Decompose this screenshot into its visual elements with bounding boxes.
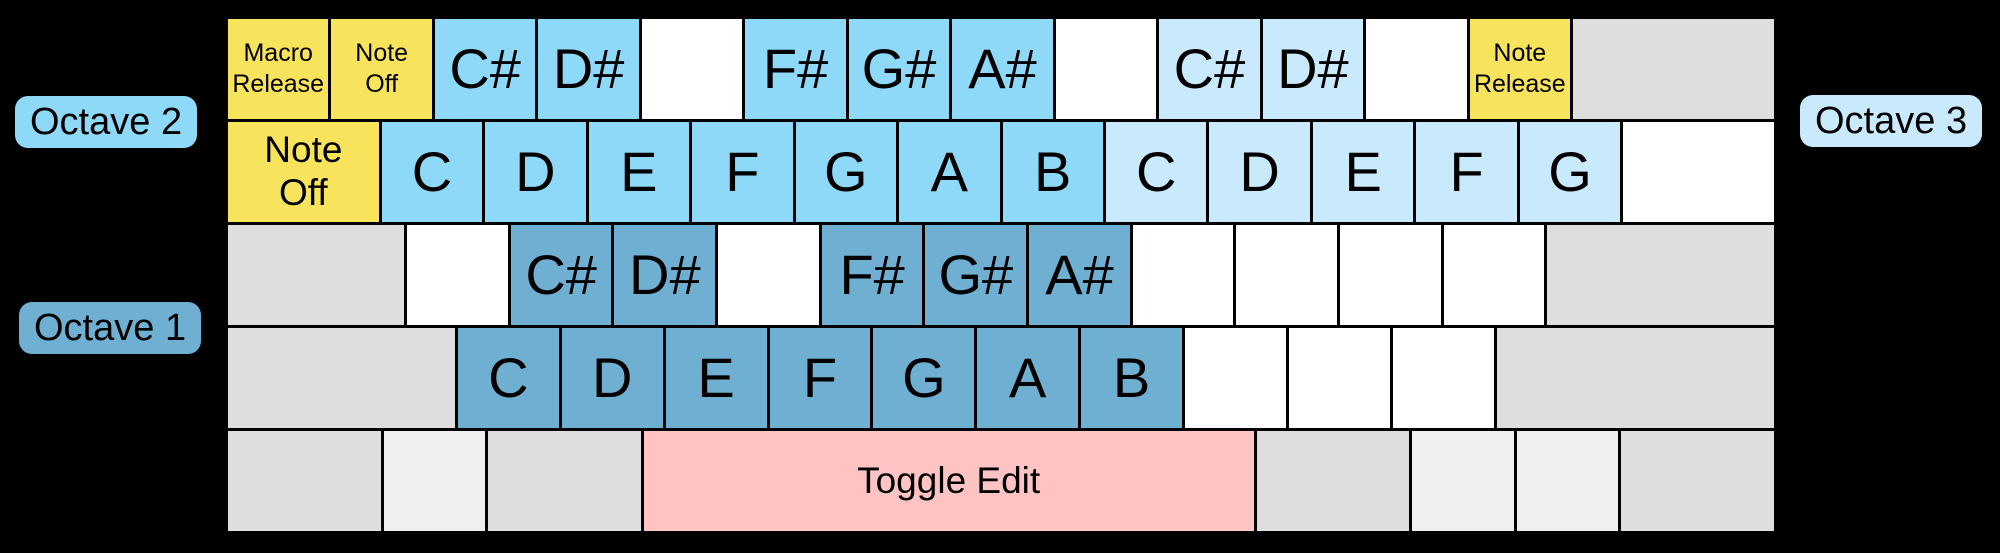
- key-spacer[interactable]: [1547, 225, 1774, 325]
- key-blank[interactable]: [1288, 328, 1390, 428]
- key-d-sharp[interactable]: D#: [538, 19, 639, 119]
- key-note-off[interactable]: Note Off: [228, 122, 379, 222]
- key-note-off[interactable]: Note Off: [331, 19, 432, 119]
- key-d-sharp[interactable]: D#: [1262, 19, 1364, 119]
- key-blank[interactable]: [1236, 225, 1338, 325]
- octave-3-label: Octave 3: [1800, 95, 1983, 147]
- key-b[interactable]: B: [1081, 328, 1183, 428]
- key-blank[interactable]: [1366, 19, 1467, 119]
- key-a-sharp[interactable]: A#: [952, 19, 1053, 119]
- key-blank[interactable]: [1623, 122, 1774, 222]
- key-spacer[interactable]: [1412, 431, 1514, 531]
- key-c[interactable]: C: [457, 328, 559, 428]
- key-c[interactable]: C: [1105, 122, 1207, 222]
- key-macro-release[interactable]: Macro Release: [228, 19, 329, 119]
- key-f[interactable]: F: [769, 328, 871, 428]
- key-a[interactable]: A: [899, 122, 1000, 222]
- key-a[interactable]: A: [977, 328, 1079, 428]
- key-d[interactable]: D: [485, 122, 586, 222]
- key-g-sharp[interactable]: G#: [848, 19, 950, 119]
- key-e[interactable]: E: [1312, 122, 1414, 222]
- key-blank[interactable]: [1055, 19, 1157, 119]
- key-c-sharp[interactable]: C#: [434, 19, 536, 119]
- key-blank[interactable]: [641, 19, 743, 119]
- key-c-sharp[interactable]: C#: [510, 225, 612, 325]
- key-b[interactable]: B: [1002, 122, 1103, 222]
- key-spacer[interactable]: [1496, 328, 1774, 428]
- key-f[interactable]: F: [692, 122, 793, 222]
- key-blank[interactable]: [1132, 225, 1234, 325]
- octave-2-label: Octave 2: [15, 96, 198, 148]
- key-note-release[interactable]: Note Release: [1469, 19, 1571, 119]
- key-spacer[interactable]: [383, 431, 486, 531]
- key-d[interactable]: D: [1209, 122, 1310, 222]
- key-spacer[interactable]: [228, 225, 405, 325]
- key-spacer[interactable]: [1621, 431, 1774, 531]
- key-spacer[interactable]: [488, 431, 641, 531]
- key-blank[interactable]: [1392, 328, 1494, 428]
- key-f-sharp[interactable]: F#: [821, 225, 923, 325]
- keyboard-row-5: Toggle Edit: [228, 431, 1774, 531]
- key-g[interactable]: G: [795, 122, 897, 222]
- key-g-sharp[interactable]: G#: [925, 225, 1027, 325]
- key-blank[interactable]: [1443, 225, 1545, 325]
- key-d[interactable]: D: [561, 328, 663, 428]
- keyboard-row-3: C#D# F#G#A#: [228, 225, 1774, 325]
- key-g[interactable]: G: [1519, 122, 1621, 222]
- key-f[interactable]: F: [1416, 122, 1517, 222]
- key-spacer[interactable]: [228, 431, 381, 531]
- key-g[interactable]: G: [873, 328, 975, 428]
- key-e[interactable]: E: [665, 328, 767, 428]
- key-a-sharp[interactable]: A#: [1029, 225, 1130, 325]
- key-blank[interactable]: [407, 225, 508, 325]
- key-d-sharp[interactable]: D#: [614, 225, 716, 325]
- key-blank[interactable]: [1185, 328, 1286, 428]
- key-c-sharp[interactable]: C#: [1159, 19, 1260, 119]
- key-spacer[interactable]: [1573, 19, 1774, 119]
- key-spacer[interactable]: [228, 328, 455, 428]
- key-f-sharp[interactable]: F#: [745, 19, 846, 119]
- key-spacer[interactable]: [1256, 431, 1410, 531]
- key-toggle-edit[interactable]: Toggle Edit: [643, 431, 1254, 531]
- key-blank[interactable]: [718, 225, 819, 325]
- key-c[interactable]: C: [381, 122, 483, 222]
- octave-1-label: Octave 1: [19, 302, 202, 354]
- key-blank[interactable]: [1340, 225, 1441, 325]
- key-e[interactable]: E: [588, 122, 690, 222]
- key-spacer[interactable]: [1516, 431, 1619, 531]
